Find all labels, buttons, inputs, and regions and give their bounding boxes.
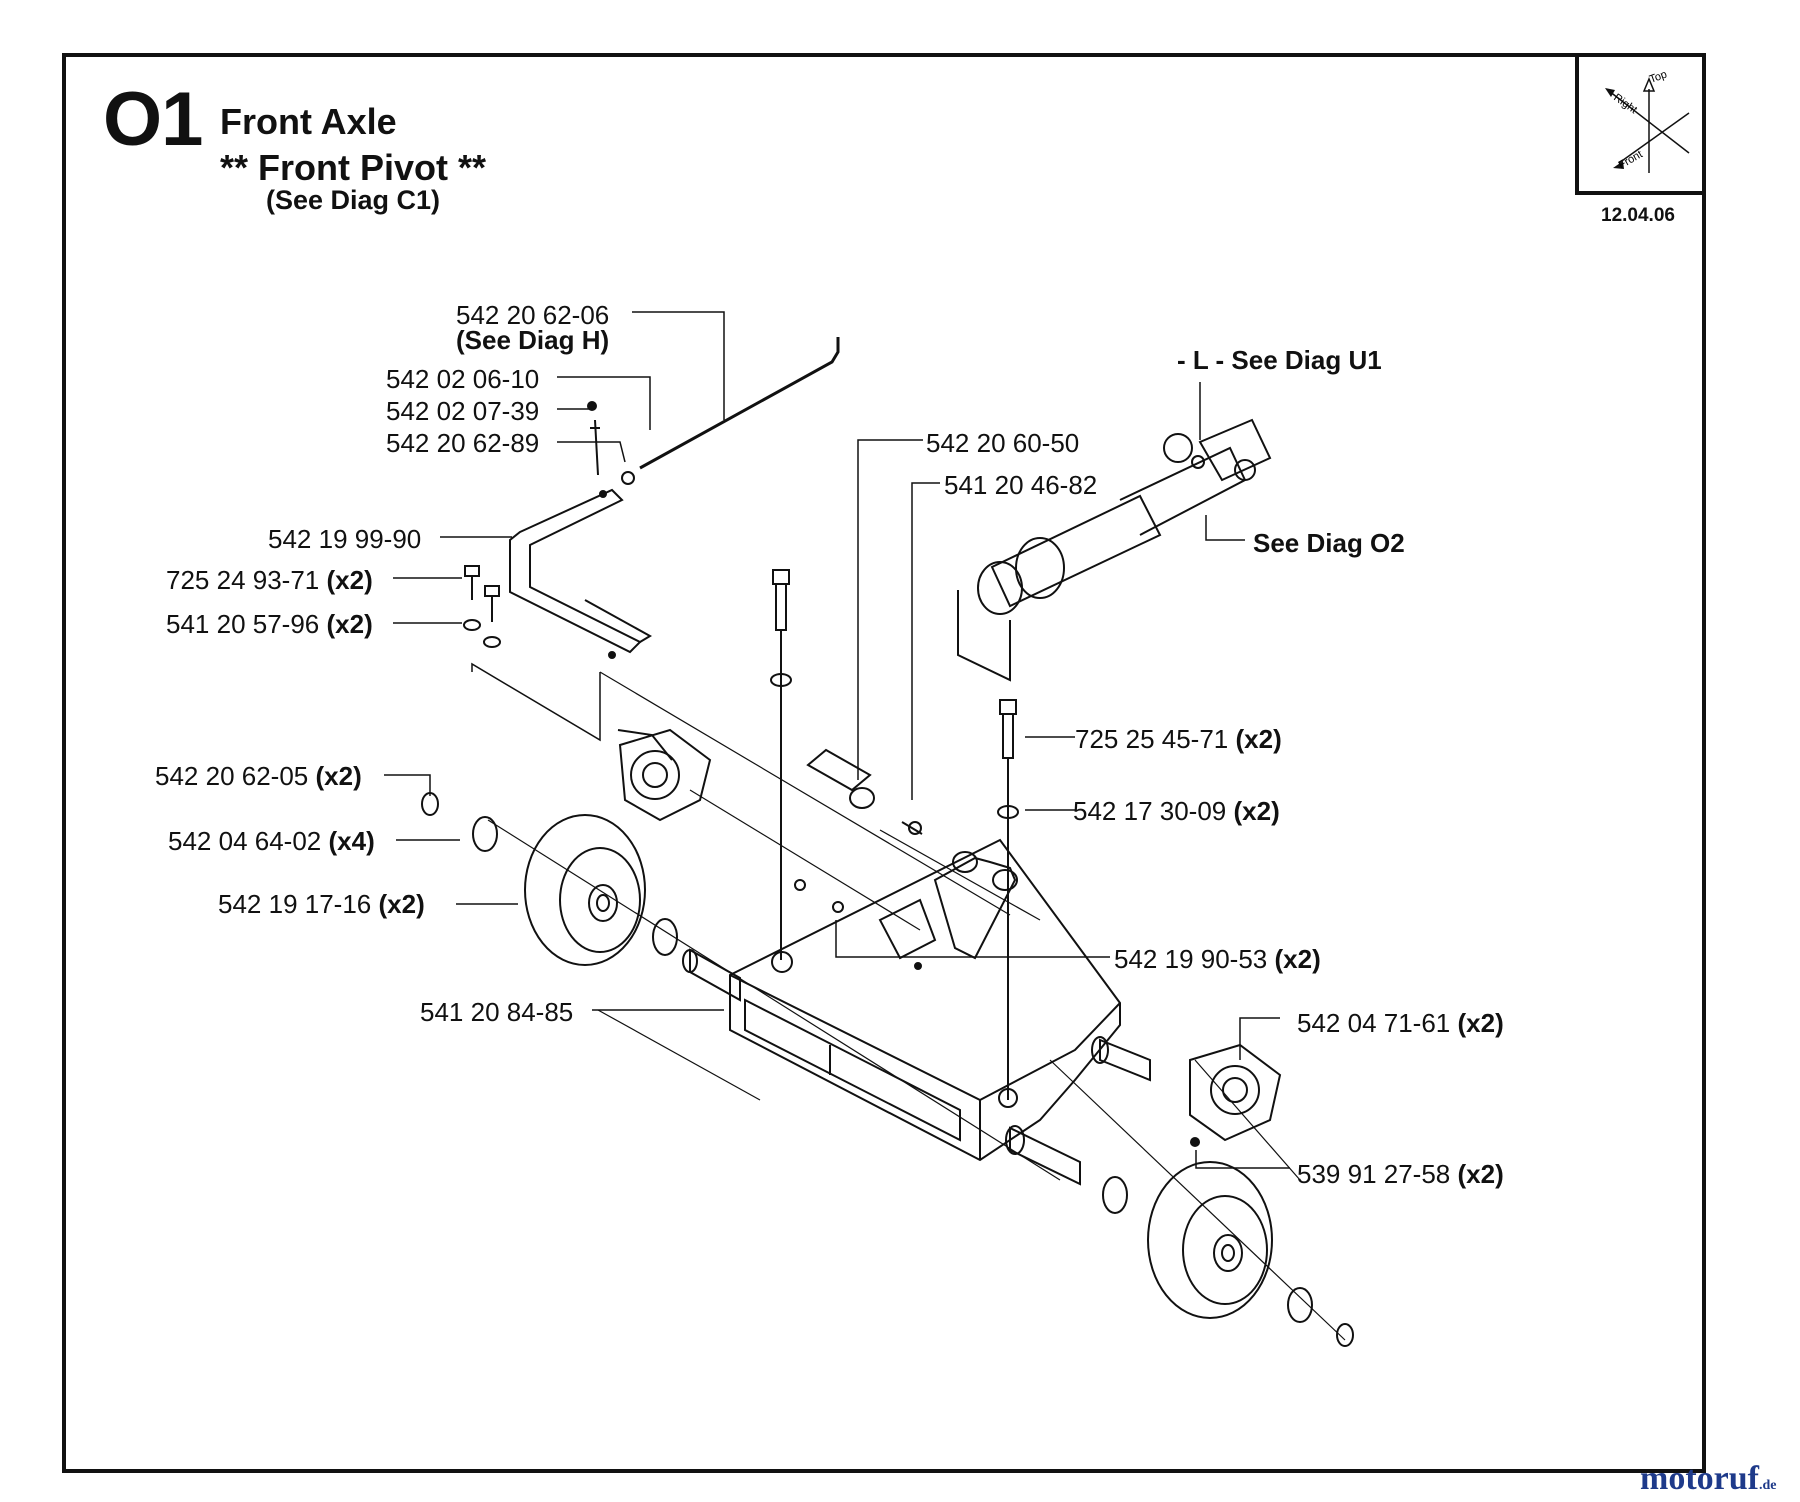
callout-542-02-07-39: 542 02 07-39 [386, 396, 540, 426]
axes-icon: Top Right Front [1605, 68, 1690, 173]
callout-541-20-57-96: 541 20 57-96 (x2) [166, 609, 373, 639]
callout-542-20-62-06: 542 20 62-06 [456, 300, 610, 330]
callout-541-20-46-82: 541 20 46-82 [944, 470, 1098, 500]
callout-542-04-64-02: 542 04 64-02 (x4) [168, 826, 375, 856]
callout-539-91-27-58: 539 91 27-58 (x2) [1297, 1159, 1504, 1189]
callout-see-diag-h: (See Diag H) [456, 325, 610, 355]
callout-542-04-71-61: 542 04 71-61 (x2) [1297, 1008, 1504, 1038]
diagram-date: 12.04.06 [1601, 205, 1675, 226]
reference-see-diag-o2: See Diag O2 [1253, 528, 1405, 558]
diagram-frame-right-edge [1702, 53, 1706, 1473]
callout-542-19-90-53: 542 19 90-53 (x2) [1114, 944, 1321, 974]
callout-542-20-62-05: 542 20 62-05 (x2) [155, 761, 362, 791]
diagram-subtitle: ** Front Pivot ** [220, 147, 487, 188]
orientation-box: Top Right Front [1575, 53, 1706, 195]
diagram-title: Front Axle [220, 101, 397, 142]
diagram-note: (See Diag C1) [266, 185, 441, 215]
callout-541-20-84-85: 541 20 84-85 [420, 997, 574, 1027]
watermark-logo: motoruf.de [1640, 1460, 1777, 1497]
axis-top-label: Top [1648, 68, 1669, 85]
diagram-code: O1 [103, 77, 203, 162]
callout-725-25-45-71: 725 25 45-71 (x2) [1075, 724, 1282, 754]
callout-725-24-93-71: 725 24 93-71 (x2) [166, 565, 373, 595]
callout-542-20-60-50: 542 20 60-50 [926, 428, 1080, 458]
leader-lines [384, 311, 1290, 1169]
callout-542-02-06-10: 542 02 06-10 [386, 364, 540, 394]
callout-542-19-17-16: 542 19 17-16 (x2) [218, 889, 425, 919]
reference-see-diag-u1: - L - See Diag U1 [1177, 345, 1382, 375]
callout-542-20-62-89: 542 20 62-89 [386, 428, 540, 458]
diagram-frame [62, 53, 1706, 1473]
callout-542-17-30-09: 542 17 30-09 (x2) [1073, 796, 1280, 826]
callout-542-19-99-90: 542 19 99-90 [268, 524, 422, 554]
